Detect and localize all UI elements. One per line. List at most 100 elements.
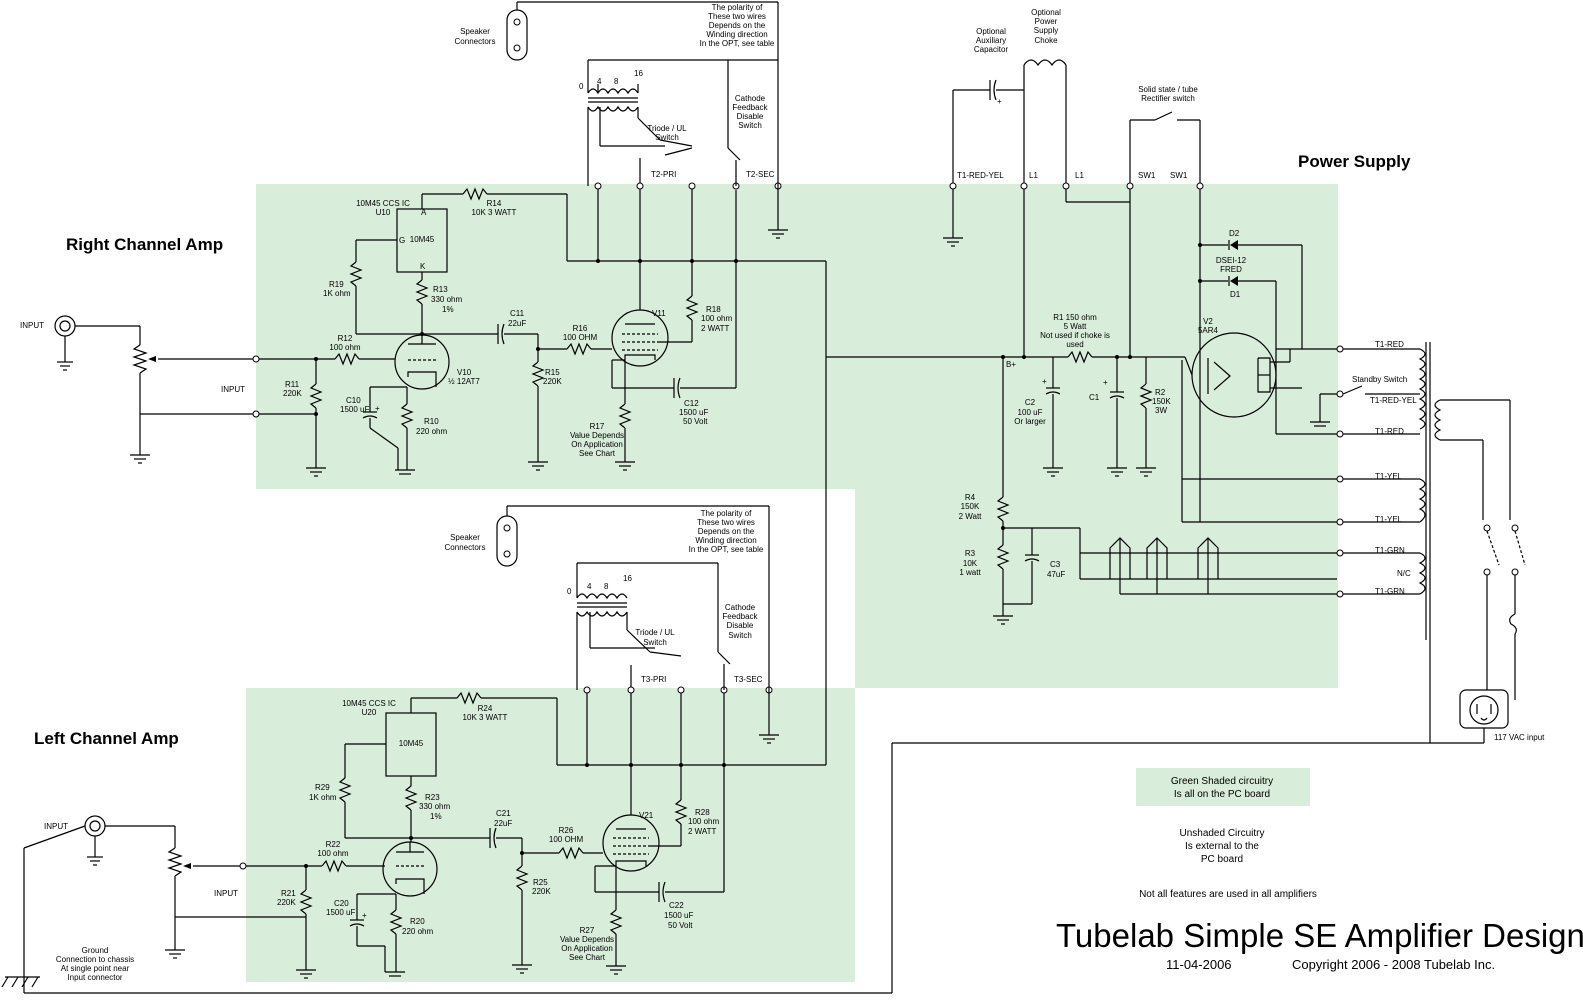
svg-text:C12: C12 xyxy=(684,399,699,408)
secondary-hv-coil xyxy=(1418,348,1426,430)
svg-text:C20: C20 xyxy=(334,899,349,908)
svg-text:Depends on the: Depends on the xyxy=(709,21,766,30)
svg-text:1K ohm: 1K ohm xyxy=(309,793,337,802)
svg-text:220 ohm: 220 ohm xyxy=(416,427,447,436)
svg-text:47uF: 47uF xyxy=(1047,570,1065,579)
svg-text:The polarity of: The polarity of xyxy=(701,509,752,518)
input-jack xyxy=(54,315,76,337)
svg-text:Value Depends: Value Depends xyxy=(560,935,614,944)
opt-primary-left xyxy=(576,610,628,617)
diagram-title: Tubelab Simple SE Amplifier Design xyxy=(1056,917,1583,954)
ground-symbol xyxy=(993,615,1013,625)
svg-text:Is external to the: Is external to the xyxy=(1185,841,1259,852)
svg-text:On Application: On Application xyxy=(561,944,613,953)
svg-text:U10: U10 xyxy=(376,208,391,217)
svg-text:Capacitor: Capacitor xyxy=(974,45,1009,54)
ground-symbol xyxy=(512,964,532,974)
r4-resistor xyxy=(996,496,1010,522)
right-channel: INPUT INPUT R12 100 ohm R11 220K xyxy=(20,1,827,765)
section-title-power: Power Supply xyxy=(1298,152,1411,171)
svg-text:1500 uF: 1500 uF xyxy=(679,408,708,417)
ground-symbol xyxy=(768,229,788,239)
opt-primary-right xyxy=(587,105,639,112)
svg-text:½ 12AT7: ½ 12AT7 xyxy=(448,377,480,386)
svg-text:+: + xyxy=(997,97,1002,106)
svg-text:10M45 CCS IC: 10M45 CCS IC xyxy=(342,699,396,708)
power-choke xyxy=(1023,59,1067,67)
svg-text:Winding direction: Winding direction xyxy=(706,30,767,39)
svg-text:Switch: Switch xyxy=(643,638,667,647)
svg-text:T1-YEL: T1-YEL xyxy=(1375,515,1403,524)
svg-text:R18: R18 xyxy=(706,305,721,314)
svg-text:These two wires: These two wires xyxy=(708,12,766,21)
svg-text:D2: D2 xyxy=(1229,229,1240,238)
svg-text:C3: C3 xyxy=(1050,560,1061,569)
r10-resistor xyxy=(400,403,414,429)
svg-text:T1-YEL: T1-YEL xyxy=(1375,472,1403,481)
svg-text:T3-PRI: T3-PRI xyxy=(641,675,666,684)
svg-text:T2-SEC: T2-SEC xyxy=(746,170,775,179)
svg-text:0: 0 xyxy=(567,587,572,596)
r23-resistor xyxy=(404,785,418,811)
ground-symbol xyxy=(165,949,185,959)
svg-text:In the OPT, see table: In the OPT, see table xyxy=(700,39,775,48)
svg-text:220K: 220K xyxy=(283,389,302,398)
r18-resistor xyxy=(685,295,699,321)
svg-text:B+: B+ xyxy=(1006,360,1016,369)
svg-text:V11: V11 xyxy=(652,309,666,318)
ground-symbol xyxy=(1310,421,1330,427)
svg-text:Green Shaded circuitry: Green Shaded circuitry xyxy=(1171,776,1273,787)
r17-resistor xyxy=(618,403,632,429)
legend-shaded-swatch xyxy=(1136,768,1310,806)
left-channel: INPUT INPUT Ground Connection to chassis… xyxy=(1,505,826,988)
svg-text:Switch: Switch xyxy=(738,121,762,130)
svg-text:10M45: 10M45 xyxy=(410,235,435,244)
r12-resistor xyxy=(334,352,360,366)
svg-text:Disable: Disable xyxy=(727,621,754,630)
svg-text:100 ohm: 100 ohm xyxy=(701,314,732,323)
r29-resistor xyxy=(338,777,352,803)
svg-text:C1: C1 xyxy=(1089,393,1100,402)
svg-text:150K: 150K xyxy=(1152,397,1171,406)
r11-resistor xyxy=(309,383,323,409)
svg-text:R12: R12 xyxy=(338,334,353,343)
svg-text:Optional: Optional xyxy=(976,27,1006,36)
r25-resistor xyxy=(515,865,529,891)
svg-text:10K 3 WATT: 10K 3 WATT xyxy=(472,208,517,217)
svg-text:Ground: Ground xyxy=(82,946,109,955)
svg-text:In the OPT, see table: In the OPT, see table xyxy=(689,545,764,554)
secondary-5v-coil xyxy=(1418,478,1426,523)
svg-text:T1-GRN: T1-GRN xyxy=(1375,546,1405,555)
svg-text:Is all on the PC board: Is all on the PC board xyxy=(1174,789,1270,800)
svg-text:PC board: PC board xyxy=(1201,854,1243,865)
svg-text:1500 uF: 1500 uF xyxy=(340,405,369,414)
svg-text:220K: 220K xyxy=(532,887,551,896)
ground-symbol xyxy=(1107,467,1127,477)
svg-text:R25: R25 xyxy=(533,878,548,887)
heater-elements xyxy=(1109,537,1219,594)
svg-text:Value Depends: Value Depends xyxy=(570,431,624,440)
ground-symbol xyxy=(615,461,635,471)
opt-secondary-right xyxy=(587,88,639,95)
svg-text:R1 150 ohm: R1 150 ohm xyxy=(1053,313,1097,322)
r24-resistor xyxy=(456,691,482,705)
speaker-connector-right xyxy=(506,9,528,61)
svg-text:Switch: Switch xyxy=(655,133,679,142)
svg-text:V2: V2 xyxy=(1203,317,1213,326)
svg-text:INPUT: INPUT xyxy=(214,889,238,898)
svg-text:D1: D1 xyxy=(1230,290,1241,299)
svg-text:100 OHM: 100 OHM xyxy=(563,333,598,342)
svg-text:2 Watt: 2 Watt xyxy=(959,512,983,521)
diagram-copyright: Copyright 2006 - 2008 Tubelab Inc. xyxy=(1292,957,1495,972)
r26-resistor xyxy=(558,846,584,860)
svg-text:U20: U20 xyxy=(362,708,377,717)
svg-text:used: used xyxy=(1066,340,1083,349)
svg-text:Cathode: Cathode xyxy=(735,94,766,103)
svg-text:At single point near: At single point near xyxy=(61,964,130,973)
svg-text:Rectifier switch: Rectifier switch xyxy=(1141,94,1195,103)
svg-text:16: 16 xyxy=(623,574,632,583)
svg-text:These two wires: These two wires xyxy=(697,518,755,527)
svg-text:See Chart: See Chart xyxy=(569,953,606,962)
r2-resistor xyxy=(1139,383,1153,409)
ground-symbol xyxy=(385,971,405,977)
